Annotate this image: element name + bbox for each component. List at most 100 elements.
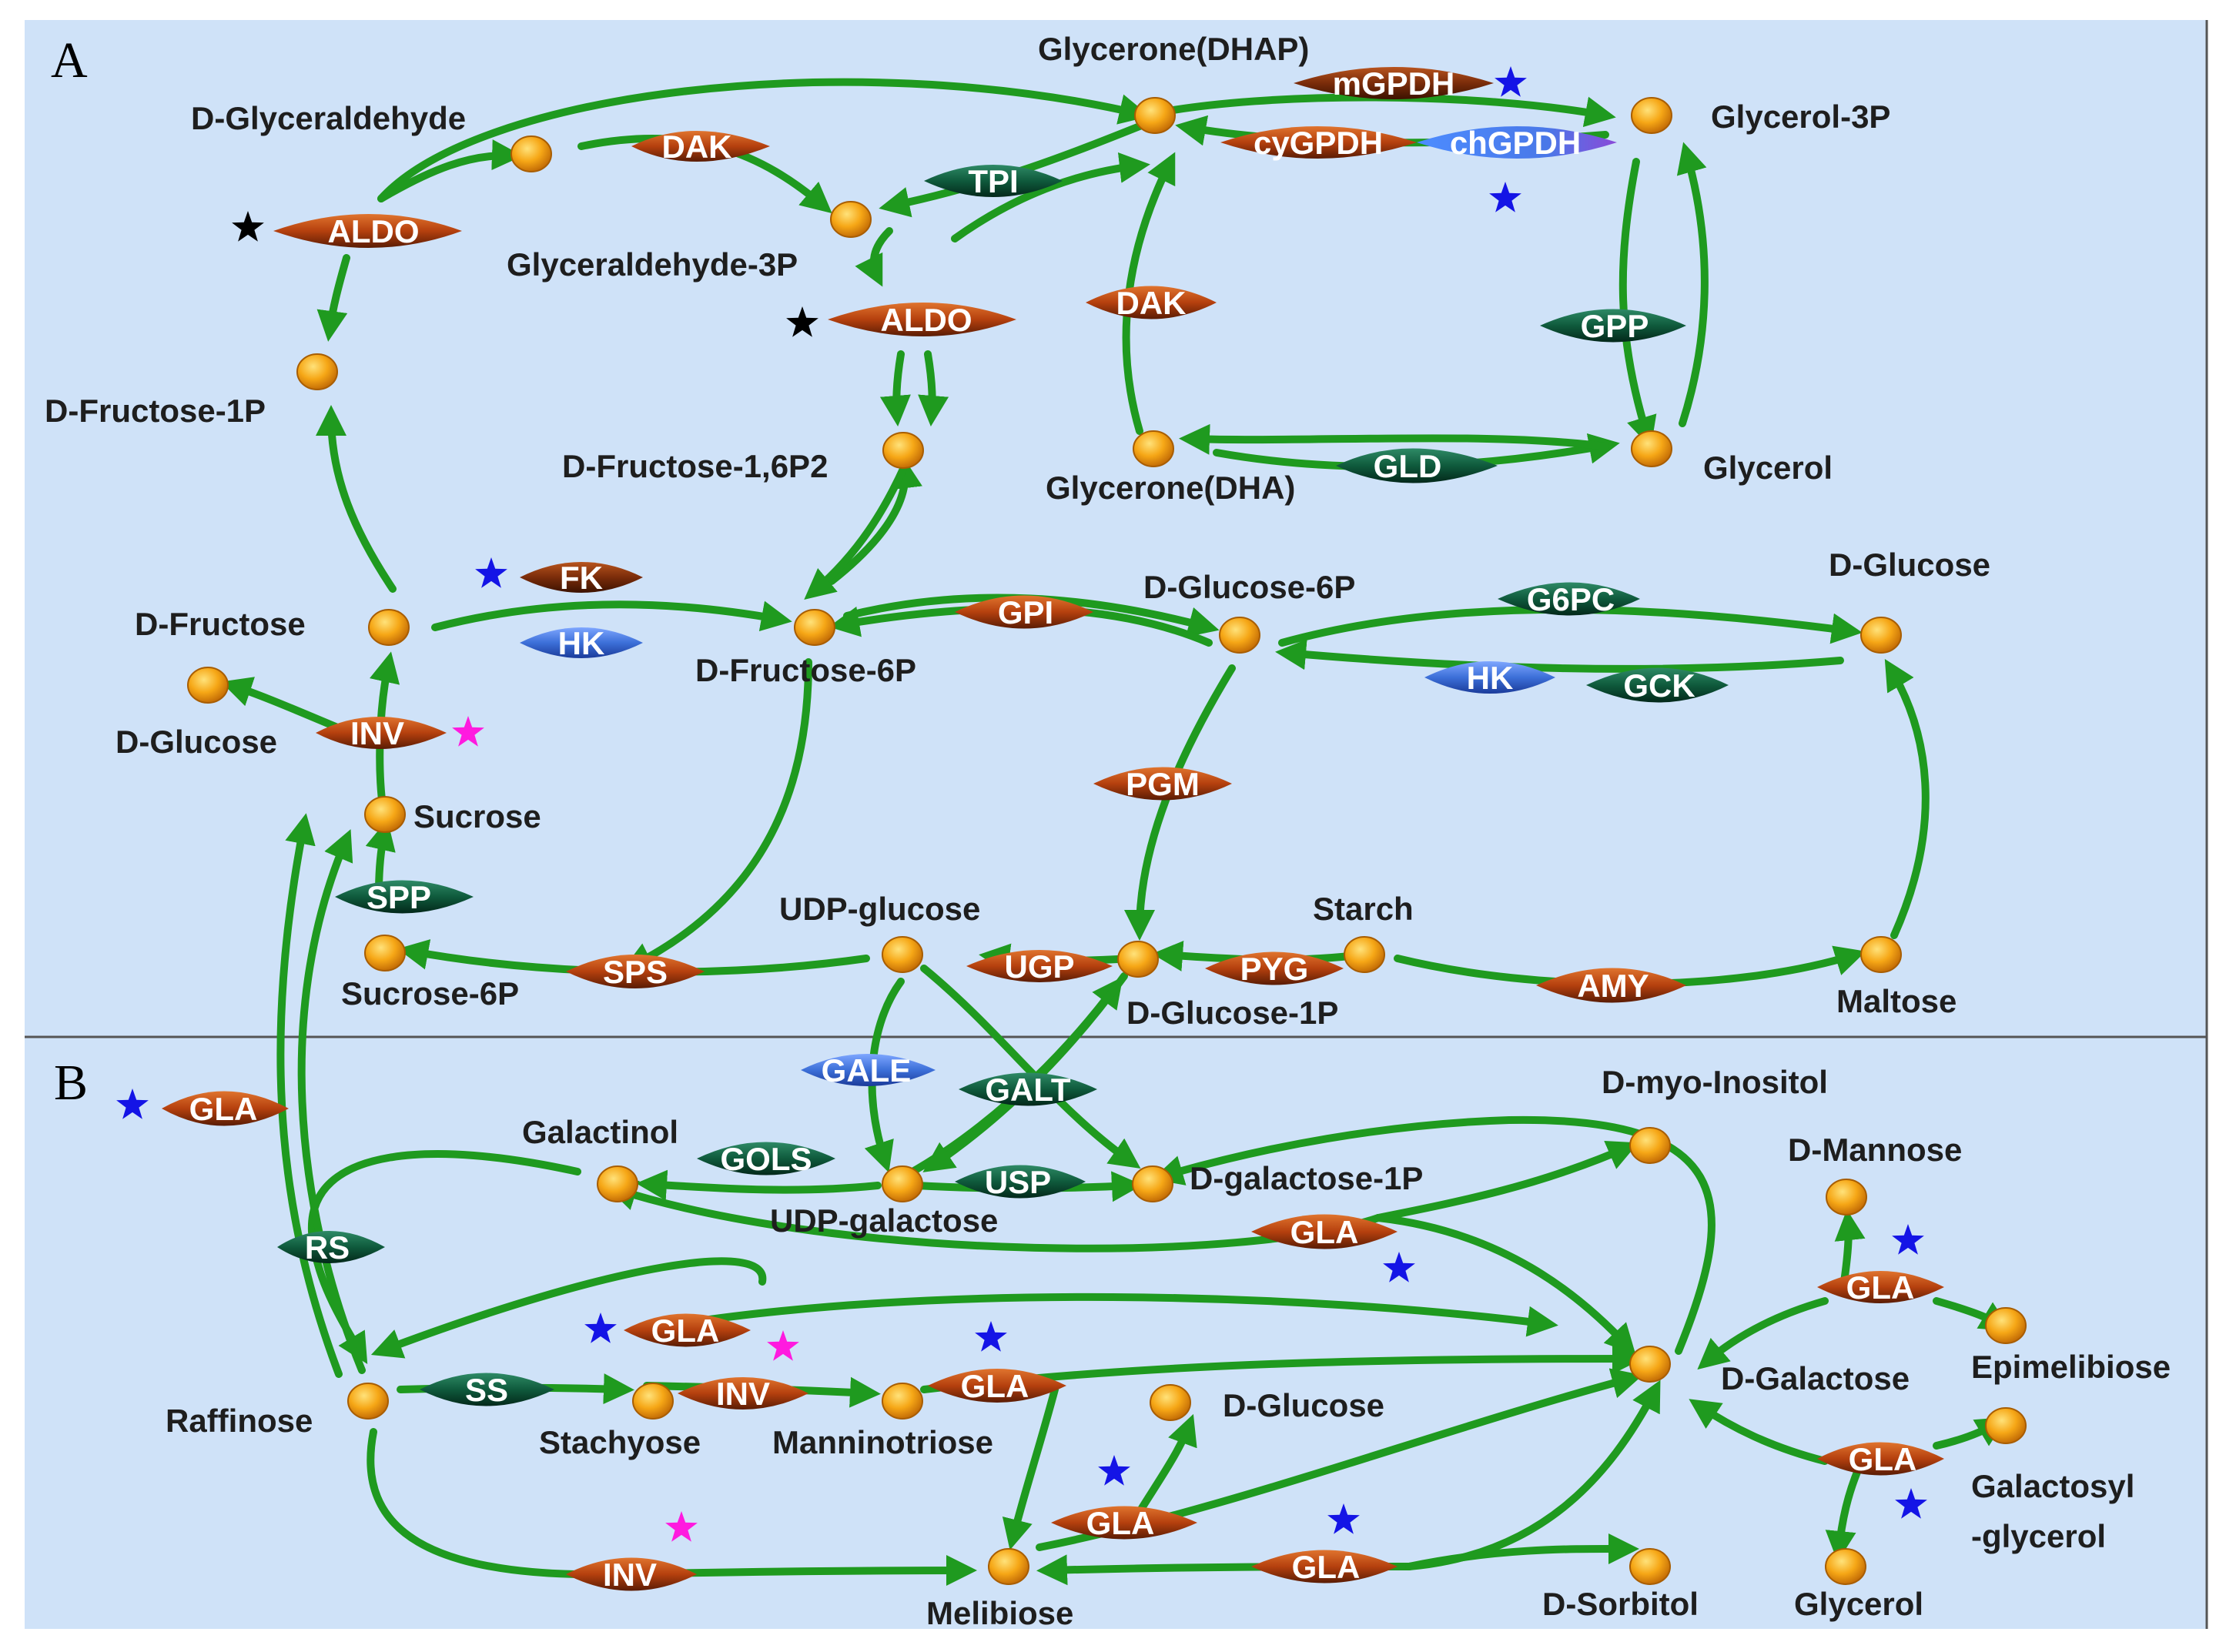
node-dmyoinositol (1629, 1127, 1671, 1164)
svg-text:PGM: PGM (1126, 766, 1200, 802)
node-manninotriose (882, 1383, 923, 1420)
svg-text:FK: FK (560, 560, 603, 596)
star-blue (975, 1321, 1007, 1352)
arrow (879, 350, 911, 426)
arrow (636, 1169, 882, 1201)
arrow (1618, 158, 1657, 448)
arrow (918, 350, 949, 426)
node-udpglucose (882, 936, 923, 973)
label-sucrose: Sucrose (413, 798, 541, 834)
node-sucrose6p (364, 935, 406, 971)
enzyme-aldo-2: ALDO (828, 302, 1016, 338)
svg-text:GCK: GCK (1623, 667, 1695, 704)
svg-text:GLA: GLA (189, 1091, 258, 1127)
arrow (1374, 1141, 1639, 1222)
enzyme-pyg: PYG (1205, 951, 1344, 987)
node-sucrose (364, 796, 406, 833)
svg-text:GLA: GLA (961, 1368, 1029, 1404)
label-dglucose-right: D-Glucose (1829, 547, 1990, 583)
node-galactosylglycerol (1985, 1407, 2027, 1444)
enzyme-badges: mGPDH DAK TPI cyGPDH chGPDH ALDO ALDO DA… (162, 65, 1944, 1593)
svg-text:AMY: AMY (1577, 968, 1649, 1004)
svg-text:GPP: GPP (1581, 308, 1649, 344)
label-udpgalactose: UDP-galactose (770, 1202, 998, 1239)
star-magenta (452, 716, 484, 747)
svg-text:G6PC: G6PC (1527, 581, 1615, 617)
node-glyceraldehyde3p (830, 201, 872, 238)
arrow (1275, 639, 1844, 673)
label-melibiose: Melibiose (926, 1595, 1073, 1631)
node-dfructose6p (794, 609, 835, 646)
enzyme-gla-8: GLA (1251, 1549, 1398, 1585)
enzyme-gla-2: GLA (1251, 1214, 1398, 1250)
node-dglyceraldehyde (510, 135, 552, 172)
svg-text:INV: INV (716, 1376, 770, 1412)
node-dglucose-right (1860, 617, 1902, 654)
enzyme-fk: FK (520, 560, 643, 596)
node-dglucose-left (187, 667, 229, 704)
svg-text:ALDO: ALDO (328, 213, 420, 249)
label-dfructose16p2: D-Fructose-1,6P2 (562, 448, 828, 484)
star-blue (1892, 1224, 1924, 1255)
label-dha: Glycerone(DHA) (1046, 470, 1295, 506)
node-dha (1133, 430, 1174, 467)
arrow (651, 1293, 1558, 1337)
annotation-stars (116, 66, 1927, 1542)
label-dglyceraldehyde: D-Glyceraldehyde (191, 100, 466, 136)
node-dgalactose (1629, 1346, 1671, 1383)
svg-text:DAK: DAK (1116, 285, 1187, 321)
label-epimelibiose: Epimelibiose (1971, 1349, 2171, 1385)
svg-text:GLD: GLD (1374, 448, 1442, 484)
label-dhap: Glycerone(DHAP) (1038, 31, 1309, 67)
arrow (1374, 1214, 1636, 1356)
arrow (1884, 658, 1930, 939)
svg-text:GLA: GLA (1846, 1269, 1915, 1306)
arrow (920, 965, 1141, 1169)
svg-text:SS: SS (465, 1372, 508, 1408)
node-epimelibiose (1985, 1307, 2027, 1344)
label-dglucose6p: D-Glucose-6P (1143, 569, 1355, 605)
enzyme-cygpdh: cyGPDH (1220, 125, 1417, 161)
svg-text:INV: INV (603, 1557, 657, 1593)
star-blue (1327, 1503, 1360, 1534)
enzyme-usp: USP (955, 1164, 1086, 1200)
arrow (377, 78, 1150, 202)
enzyme-hk-1: HK (520, 625, 643, 661)
arrow (1834, 1209, 1866, 1286)
arrow (370, 1257, 767, 1359)
enzyme-mgpdh: mGPDH (1294, 65, 1494, 102)
enzyme-gla-5: GLA (928, 1368, 1066, 1404)
arrow (1689, 1399, 1829, 1465)
node-maltose (1860, 936, 1902, 973)
node-glycerol-a (1631, 430, 1672, 467)
star-blue (584, 1313, 617, 1343)
label-glycerol3p: Glycerol-3P (1711, 99, 1890, 135)
svg-text:GPI: GPI (998, 594, 1053, 630)
arrow (879, 119, 1151, 218)
label-raffinose: Raffinose (166, 1403, 313, 1439)
enzyme-gld: GLD (1336, 448, 1498, 484)
svg-text:TPI: TPI (968, 163, 1018, 199)
enzyme-sps: SPS (566, 954, 705, 990)
star-blue (1098, 1455, 1130, 1486)
node-raffinose (347, 1383, 389, 1420)
label-glyceraldehyde3p: Glyceraldehyde-3P (507, 246, 798, 283)
star-black (786, 306, 818, 337)
enzyme-amy: AMY (1536, 968, 1686, 1004)
label-manninotriose: Manninotriose (772, 1424, 993, 1460)
enzyme-dak-2: DAK (1086, 285, 1217, 321)
label-starch: Starch (1313, 891, 1414, 927)
arrow (1676, 142, 1709, 427)
enzyme-rs: RS (277, 1229, 385, 1266)
arrow (1152, 1115, 1716, 1355)
arrow (828, 457, 922, 585)
svg-text:GALE: GALE (822, 1052, 912, 1089)
arrow (922, 972, 1128, 1172)
svg-text:mGPDH: mGPDH (1333, 65, 1455, 102)
arrow (1405, 1379, 1661, 1570)
svg-text:PYG: PYG (1240, 951, 1309, 987)
enzyme-gpp: GPP (1540, 308, 1686, 344)
node-glycerol-b (1825, 1548, 1866, 1585)
arrow (951, 152, 1150, 242)
svg-text:SPP: SPP (367, 879, 431, 915)
